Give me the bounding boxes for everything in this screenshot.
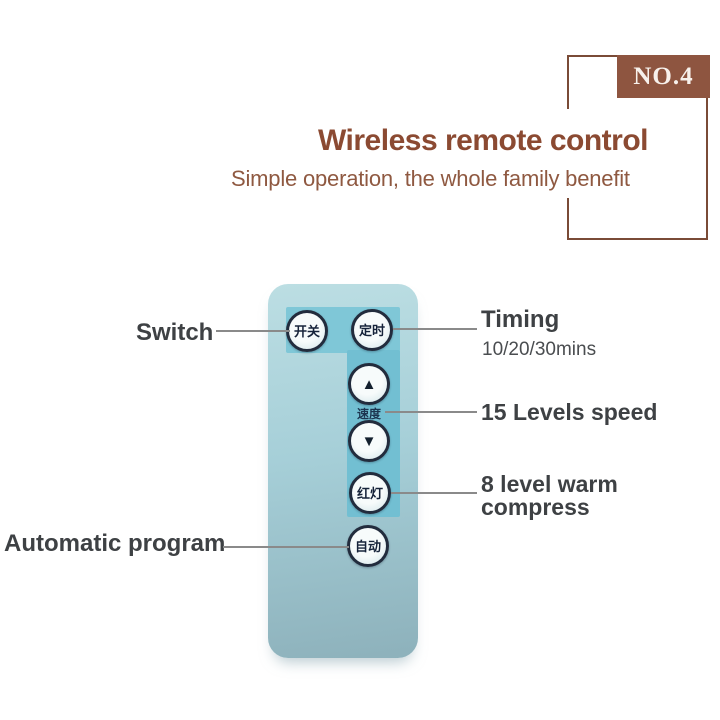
down-arrow-icon: ▼	[361, 432, 377, 450]
number-badge-label: NO.4	[633, 62, 694, 90]
annotation-warm-line2: compress	[481, 494, 590, 520]
switch-leader-line	[216, 330, 290, 332]
power-switch-button-label: 开关	[293, 323, 320, 339]
timing-leader-line	[393, 328, 477, 330]
annotation-timing: Timing	[481, 306, 560, 333]
annotation-switch: Switch	[136, 319, 214, 346]
power-switch-button: 开关	[286, 310, 328, 352]
up-arrow-icon: ▲	[361, 375, 377, 393]
warm-leader-line	[391, 492, 477, 494]
frame-border-left-top	[567, 55, 569, 109]
page-title: Wireless remote control	[318, 124, 649, 157]
annotation-warm-line1: 8 level warm	[481, 471, 618, 497]
speed-leader-line	[385, 411, 477, 413]
remote-control: 开关 定时 ▲ 速度 ▼ 红灯 自动	[268, 284, 418, 658]
warm-compress-button-label: 红灯	[356, 485, 383, 501]
speed-up-button: ▲	[348, 363, 390, 405]
annotation-warm: 8 level warm compress	[481, 473, 618, 519]
speed-down-button: ▼	[348, 420, 390, 462]
frame-border-right	[706, 55, 708, 240]
page-subtitle: Simple operation, the whole family benef…	[231, 166, 630, 191]
auto-leader-line	[223, 546, 349, 548]
auto-program-button: 自动	[347, 525, 389, 567]
frame-border-left-bottom	[567, 198, 569, 240]
timing-button: 定时	[351, 309, 393, 351]
annotation-speed: 15 Levels speed	[481, 399, 658, 425]
annotation-timing-sublabel: 10/20/30mins	[482, 339, 597, 360]
auto-program-button-label: 自动	[354, 538, 381, 554]
timing-button-label: 定时	[358, 322, 385, 338]
speed-tag-label: 速度	[356, 407, 381, 421]
warm-compress-button: 红灯	[349, 472, 391, 514]
annotation-auto: Automatic program	[4, 530, 226, 557]
frame-border-bottom	[567, 238, 708, 240]
number-badge: NO.4	[617, 55, 710, 98]
